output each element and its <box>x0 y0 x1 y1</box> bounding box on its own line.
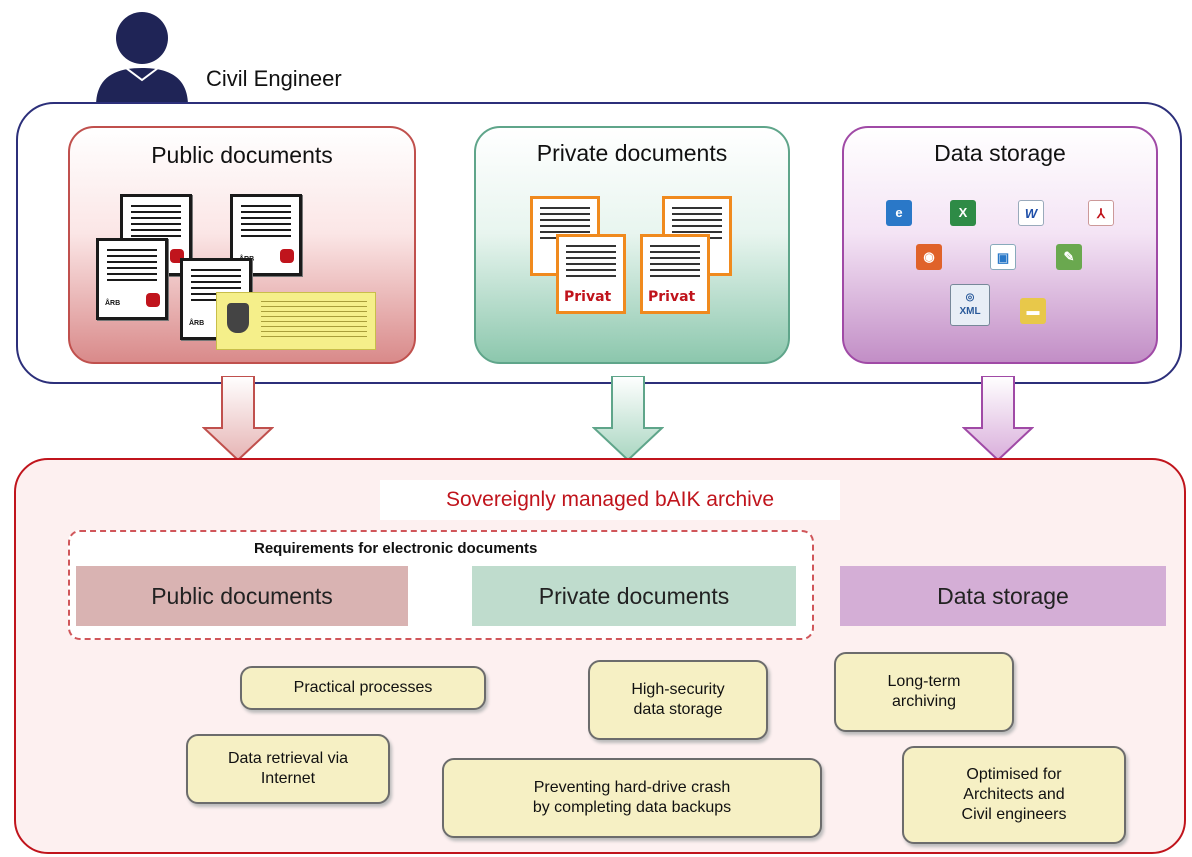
publisher-icon: ✎ <box>1056 244 1082 270</box>
feature-optimised-for: Optimised for Architects and Civil engin… <box>902 746 1126 844</box>
internet-explorer-icon: e <box>886 200 912 226</box>
folder-icon: ▬ <box>1020 298 1046 324</box>
private-documents-panel: Private documents <box>474 126 790 364</box>
feature-label: Optimised for Architects and Civil engin… <box>961 766 1067 823</box>
pdf-icon: ⅄ <box>1088 200 1114 226</box>
image-file-icon: ▣ <box>990 244 1016 270</box>
feature-label: Practical processes <box>293 679 433 696</box>
feature-label: Long-term archiving <box>887 673 961 710</box>
xml-file-icon: ◎XML <box>950 284 990 326</box>
storage-down-arrow <box>962 376 1034 462</box>
feature-practical-processes: Practical processes <box>240 666 486 710</box>
feature-high-security-storage: High-security data storage <box>588 660 768 740</box>
privat-stamp: Privat <box>648 289 696 305</box>
word-icon: W <box>1018 200 1044 226</box>
feature-long-term-archiving: Long-term archiving <box>834 652 1014 732</box>
person-icon <box>96 12 188 106</box>
band-data-storage: Data storage <box>840 566 1166 626</box>
private-document-icon: Privat <box>640 234 710 314</box>
privat-stamp: Privat <box>564 289 612 305</box>
feature-label: Preventing hard-drive crash by completin… <box>532 779 732 816</box>
public-document-icon: ÅRB <box>96 238 168 320</box>
private-documents-title: Private documents <box>536 140 728 166</box>
certificate-document-icon <box>216 292 376 350</box>
feature-prevent-crash: Preventing hard-drive crash by completin… <box>442 758 822 838</box>
requirements-label: Requirements for electronic documents <box>254 540 538 557</box>
archive-title: Sovereignly managed bAIK archive <box>380 480 840 520</box>
powerpoint-icon: ◉ <box>916 244 942 270</box>
band-private-documents: Private documents <box>472 566 796 626</box>
feature-label: Data retrieval via Internet <box>227 750 349 787</box>
private-document-icon: Privat <box>556 234 626 314</box>
public-down-arrow <box>202 376 274 462</box>
feature-label: High-security data storage <box>631 681 725 718</box>
data-storage-title: Data storage <box>934 140 1066 166</box>
public-documents-title: Public documents <box>151 142 333 168</box>
private-down-arrow <box>592 376 664 462</box>
band-public-documents: Public documents <box>76 566 408 626</box>
actor-label: Civil Engineer <box>206 66 342 91</box>
feature-data-retrieval: Data retrieval via Internet <box>186 734 390 804</box>
excel-icon: X <box>950 200 976 226</box>
